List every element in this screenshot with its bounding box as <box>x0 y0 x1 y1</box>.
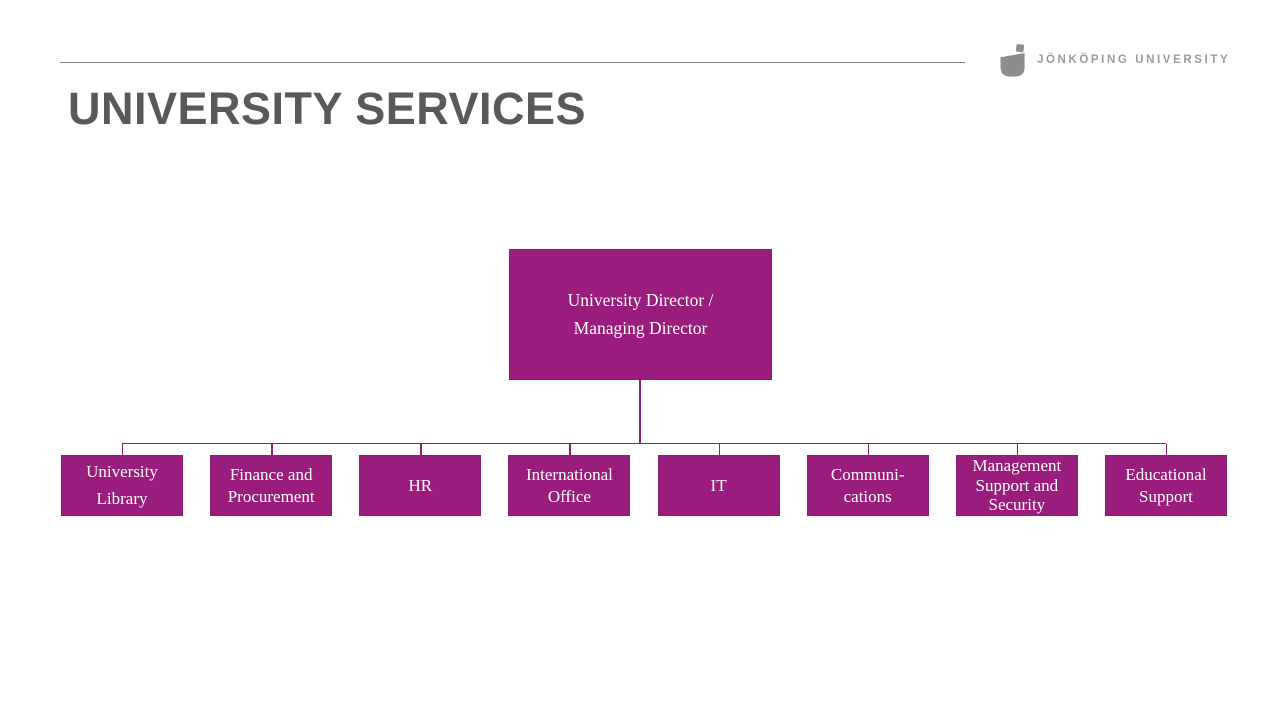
org-box-university-library: University Library <box>61 444 183 516</box>
org-box-communications: Communi- cations <box>806 444 929 516</box>
org-box-label: Educational Support <box>1125 465 1207 506</box>
org-box-label: University Director / Managing Director <box>567 290 714 338</box>
university-logo: JÖNKÖPING UNIVERSITY <box>1000 42 1230 78</box>
org-box-finance-and-procurement: Finance and Procurement <box>210 444 333 516</box>
org-box-international-office: International Office <box>508 444 631 516</box>
org-box-label: IT <box>710 475 727 495</box>
org-children-row: University Library Finance and Procureme… <box>61 444 1227 516</box>
org-box-educational-support: Educational Support <box>1104 444 1227 516</box>
org-box-label: International Office <box>525 465 613 506</box>
header-divider <box>60 62 965 63</box>
ju-logo-icon <box>1000 43 1025 77</box>
org-box-management-support-and-security: Management Support and Security <box>955 444 1078 516</box>
org-box-university-director: University Director / Managing Director <box>509 249 772 380</box>
org-box-label: Communi- cations <box>830 465 905 506</box>
page-title: UNIVERSITY SERVICES <box>68 83 586 134</box>
university-logo-text: JÖNKÖPING UNIVERSITY <box>1037 54 1231 66</box>
connector-horizontal <box>122 443 1166 445</box>
org-box-label: HR <box>408 475 433 495</box>
org-box-label: Management Support and Security <box>972 455 1062 515</box>
org-box-label: University Library <box>86 462 158 508</box>
org-box-it: IT <box>657 444 780 516</box>
connector-stem <box>639 380 641 443</box>
org-box-hr: HR <box>359 444 482 516</box>
org-box-label: Finance and Procurement <box>227 465 315 506</box>
